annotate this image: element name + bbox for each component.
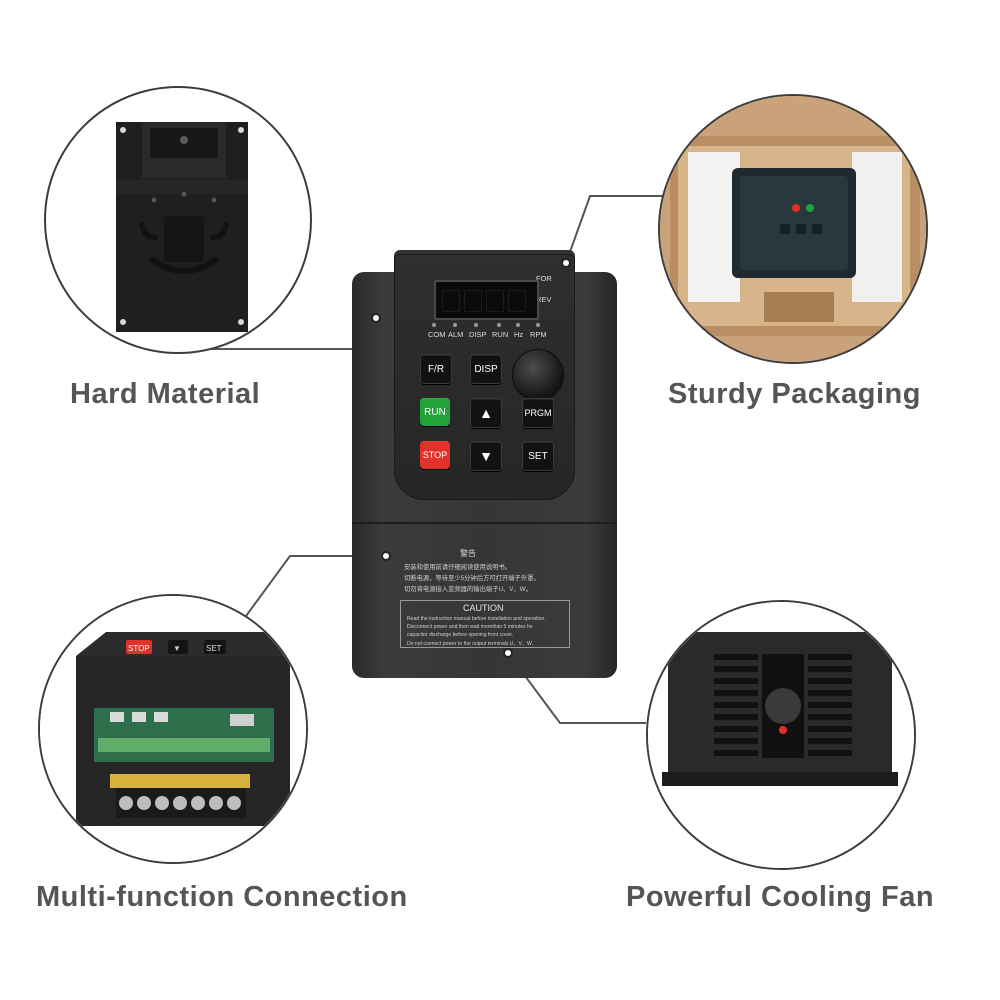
sturdy-packaging-detail (658, 94, 928, 364)
callout-dot-connection (381, 551, 391, 561)
caution-line: Read the instruction manual before insta… (407, 616, 546, 622)
prgm-key[interactable]: PRGM (522, 398, 554, 428)
up-arrow-key[interactable]: ▲ (470, 398, 502, 428)
rev-indicator-label: REV (536, 295, 552, 304)
stop-key[interactable]: STOP (420, 441, 450, 469)
mounting-backplate-image (116, 122, 248, 332)
warning-line: 安装和使用前请仔细阅读使用说明书。 (404, 564, 512, 571)
caution-line: capacitor discharge before opening front… (407, 632, 514, 638)
hard-material-label: Hard Material (70, 378, 261, 410)
callout-dot-packaging (561, 258, 571, 268)
powerful-cooling-fan-label: Powerful Cooling Fan (626, 881, 935, 913)
powerful-cooling-fan-detail (646, 600, 916, 870)
indicator-rpm: RPM (530, 330, 547, 339)
indicator-hz: Hz (514, 330, 524, 339)
warning-line: 切断电源，等待至少5分钟后方可打开端子外罩。 (404, 575, 540, 582)
packaging-box-image (660, 96, 926, 362)
caution-title: CAUTION (463, 603, 504, 613)
fr-key[interactable]: F/R (420, 354, 452, 384)
indicator-run: RUN (492, 330, 509, 339)
com-led (432, 323, 436, 327)
multi-function-connection-label: Multi-function Connection (36, 881, 408, 913)
down-arrow-key[interactable]: ▼ (470, 441, 502, 471)
terminal-block-image: STOP ▼ SET (40, 596, 306, 862)
cooling-fan-vent-image (648, 602, 914, 868)
vfd-drive-unit: FOR REV COM ALM DISP RUN Hz RPM F/R DISP… (352, 250, 617, 678)
for-indicator-label: FOR (536, 274, 552, 283)
chinese-warning-label: 警告 安装和使用前请仔细阅读使用说明书。 切断电源，等待至少5分钟后方可打开端子… (400, 548, 570, 600)
hard-material-detail (44, 86, 312, 354)
detail-set-text: SET (206, 644, 222, 653)
warning-line: 切勿将电源接入变频器的输出端子U、V、W。 (404, 586, 533, 593)
callout-dot-hard-material (371, 313, 381, 323)
indicator-disp: DISP (469, 330, 487, 339)
led-display (434, 280, 539, 320)
callout-dot-cooling-fan (503, 648, 513, 658)
disp-led (474, 323, 478, 327)
warning-title: 警告 (460, 549, 476, 558)
rpm-led (536, 323, 540, 327)
speed-potentiometer-knob[interactable] (512, 349, 564, 401)
disp-key[interactable]: DISP (470, 354, 502, 384)
set-key[interactable]: SET (522, 441, 554, 471)
caution-line: Disconnect power and then wait morethan … (407, 624, 533, 630)
keypad-panel: FOR REV COM ALM DISP RUN Hz RPM F/R DISP… (394, 254, 575, 500)
caution-line: Do not connect power to the output termi… (407, 641, 533, 647)
sturdy-packaging-label: Sturdy Packaging (668, 378, 921, 410)
run-key[interactable]: RUN (420, 398, 450, 426)
multi-function-connection-detail: STOP ▼ SET (38, 594, 308, 864)
svg-text:▼: ▼ (173, 644, 181, 653)
leader-line-sturdy-packaging (565, 195, 666, 264)
alm-led (453, 323, 457, 327)
indicator-alm: ALM (448, 330, 464, 339)
cover-seam (352, 522, 617, 524)
run-led (497, 323, 501, 327)
indicator-com: COM (428, 330, 446, 339)
hz-led (516, 323, 520, 327)
detail-stop-text: STOP (128, 644, 150, 653)
caution-label: CAUTION Read the instruction manual befo… (400, 600, 570, 648)
